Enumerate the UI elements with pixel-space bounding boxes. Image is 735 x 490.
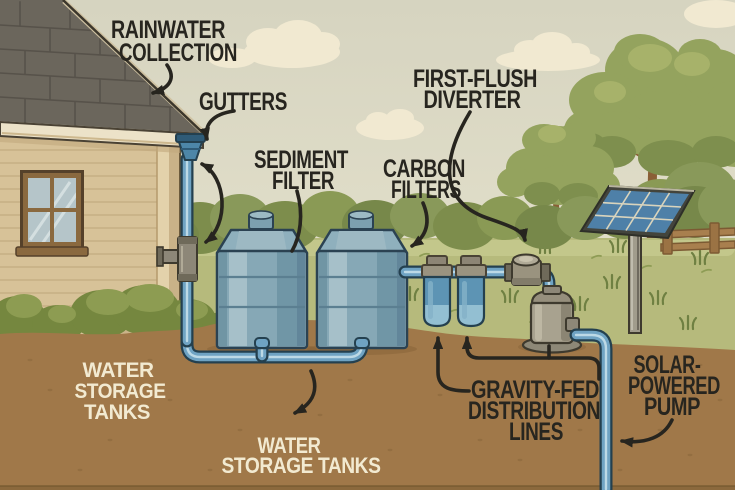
pump-outlet-pipe: [569, 328, 613, 490]
sediment-filter-fitting: [156, 236, 198, 282]
label-gravity-fed-line3: LINES: [509, 418, 563, 446]
annotation-arrows: [151, 63, 674, 448]
water-storage-tank-1: [215, 210, 309, 350]
dirt-bottom-band: [0, 486, 735, 490]
label-sediment-filter-line2: FILTER: [272, 167, 334, 195]
arrow-gravity-filter1: [432, 336, 471, 393]
label-rainwater-collection-line2: COLLECTION: [119, 39, 237, 67]
arrow-rainwater-collection: [151, 63, 173, 95]
label-sediment-filter: SEDIMENT FILTER: [254, 146, 349, 195]
label-sediment-filter-line1: SEDIMENT: [254, 146, 348, 174]
label-gutters: GUTTERS: [199, 88, 288, 116]
solar-powered-pump: [521, 285, 583, 354]
label-water-storage-tanks-left-line2: STORAGE: [75, 380, 166, 403]
water-storage-tank-2: [315, 210, 409, 350]
first-flush-diverter-valve: [504, 253, 551, 286]
label-water-storage-tanks-bottom-line2: STORAGE TANKS: [222, 453, 381, 478]
label-gravity-fed-line2: DISTRIBUTION: [468, 397, 600, 425]
carbon-filter-1: [421, 255, 453, 328]
label-first-flush-diverter-line1: FIRST-FLUSH: [413, 65, 537, 93]
downspout-pipe: [156, 133, 206, 348]
carbon-filter-2: [455, 255, 487, 328]
house-side-sliver: [169, 137, 180, 340]
arrow-first-flush: [447, 110, 528, 242]
solar-panel: [579, 184, 696, 240]
tree-medium: [497, 123, 620, 239]
arrow-solar-pump: [620, 418, 674, 448]
label-carbon-filters-line2: FILTERS: [391, 176, 461, 204]
arrow-storage-tanks-bottom: [293, 369, 317, 415]
arrow-sediment-double: [200, 162, 224, 244]
label-solar-pump-line2: POWERED: [628, 372, 720, 400]
label-water-storage-tanks-left-line1: WATER: [83, 359, 154, 382]
label-water-storage-tanks-left-line3: TANKS: [84, 401, 150, 424]
label-gutters-line1: GUTTERS: [199, 88, 287, 116]
line-sediment-label: [290, 189, 303, 253]
window: [15, 170, 89, 257]
label-water-storage-tanks-bottom: WATER STORAGE TANKS: [222, 433, 382, 478]
label-solar-powered-pump: SOLAR- POWERED PUMP: [628, 351, 721, 421]
arrow-carbon-filters: [410, 201, 429, 248]
labels: RAINWATER COLLECTION GUTTERS SEDIMENT FI…: [75, 16, 721, 478]
downspout-funnel: [175, 133, 206, 161]
solar-panel-pole: [628, 230, 642, 334]
label-carbon-filters: CARBON FILTERS: [383, 155, 466, 204]
label-water-storage-tanks-bottom-line1: WATER: [258, 433, 322, 458]
label-carbon-filters-line1: CARBON: [383, 155, 465, 183]
arrow-gravity-filter2: [461, 336, 601, 381]
label-rainwater-collection: RAINWATER COLLECTION: [111, 16, 238, 67]
eave-shadow: [0, 136, 180, 153]
label-gravity-fed-distribution-lines: GRAVITY-FED DISTRIBUTION LINES: [468, 376, 601, 446]
label-first-flush-diverter: FIRST-FLUSH DIVERTER: [413, 65, 538, 114]
label-first-flush-diverter-line2: DIVERTER: [424, 86, 521, 114]
label-solar-pump-line3: PUMP: [644, 393, 700, 421]
label-rainwater-collection-line1: RAINWATER: [111, 16, 225, 44]
clouds: [208, 0, 735, 140]
label-water-storage-tanks-left: WATER STORAGE TANKS: [75, 359, 167, 424]
arrow-gutters: [199, 109, 236, 141]
gutter: [0, 120, 204, 150]
label-solar-pump-line1: SOLAR-: [634, 351, 701, 379]
label-gravity-fed-line1: GRAVITY-FED: [471, 376, 599, 404]
